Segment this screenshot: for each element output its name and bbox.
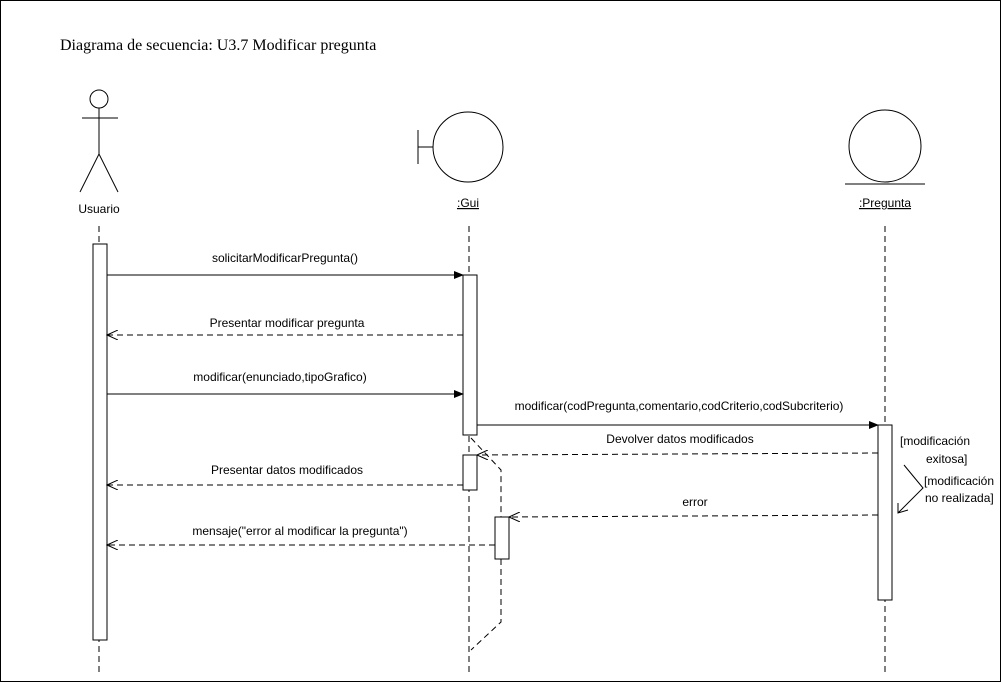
message-label-m6: Presentar datos modificados <box>211 463 363 477</box>
guard-success-line1: [modificación <box>900 434 970 448</box>
message-label-m8: mensaje("error al modificar la pregunta"… <box>192 524 407 538</box>
message-arrow-m5 <box>477 453 879 455</box>
activation-gui-1 <box>462 274 478 436</box>
message-label-m7: error <box>682 495 707 509</box>
participant-gui-label: :Gui <box>457 196 479 210</box>
guard-success-line2: exitosa] <box>926 452 967 466</box>
message-arrow-m7 <box>509 515 879 517</box>
participant-usuario-label: Usuario <box>78 202 120 216</box>
activation-gui-3 <box>494 516 510 560</box>
message-label-m2: Presentar modificar pregunta <box>210 316 365 330</box>
alternative-connector <box>470 437 502 651</box>
message-label-m4: modificar(codPregunta,comentario,codCrit… <box>515 399 844 413</box>
activation-pregunta <box>877 424 893 601</box>
message-label-m1: solicitarModificarPregunta() <box>212 251 358 265</box>
actor-stick-figure-icon <box>79 89 119 193</box>
activation-usuario <box>92 243 108 641</box>
activation-gui-2 <box>462 454 478 491</box>
boundary-icon <box>417 111 504 183</box>
message-label-m5: Devolver datos modificados <box>606 432 753 446</box>
guard-failure-line1: [modificación <box>924 474 994 488</box>
guard-failure-line2: no realizada] <box>925 491 994 505</box>
diagram-title: Diagrama de secuencia: U3.7 Modificar pr… <box>60 37 376 54</box>
guard-branch-connector <box>897 464 924 514</box>
participant-pregunta-label: :Pregunta <box>859 196 911 210</box>
message-label-m3: modificar(enunciado,tipoGrafico) <box>193 370 366 384</box>
entity-icon <box>845 109 925 185</box>
